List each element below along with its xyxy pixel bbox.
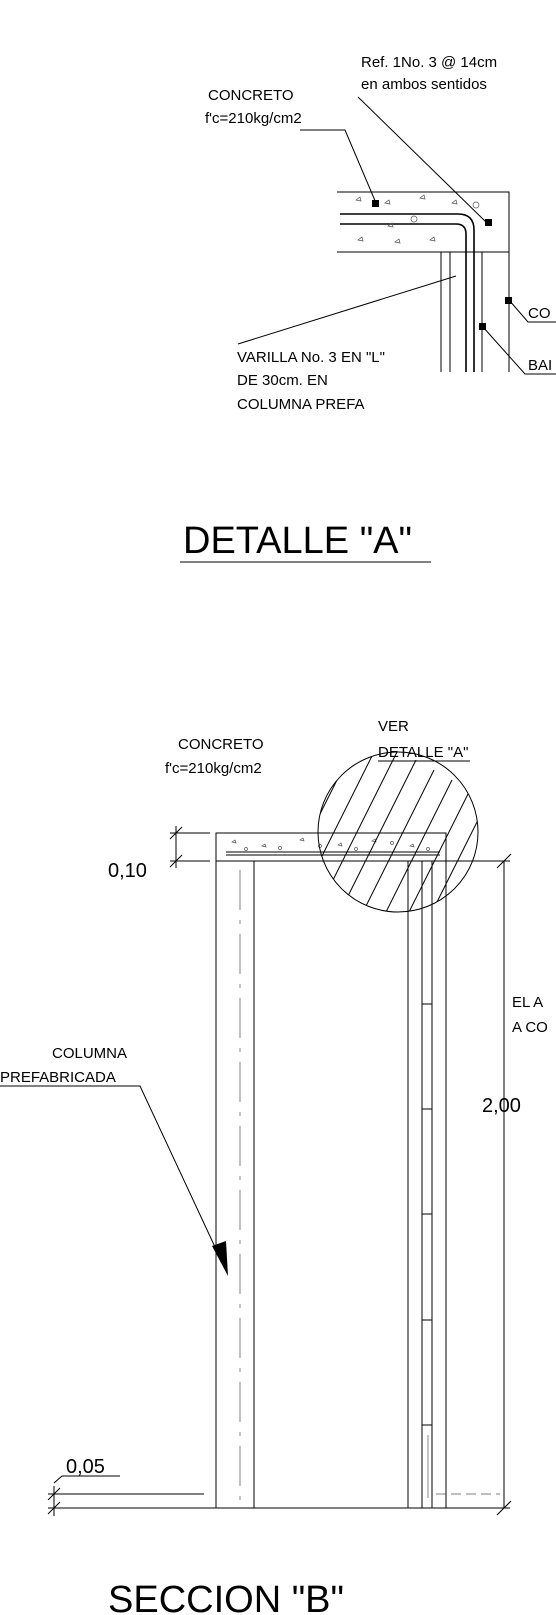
dim-bottom-label: 0,05	[66, 1456, 105, 1478]
varilla-label-3: COLUMNA PREFA	[237, 396, 365, 413]
dim-bottom-tick-1	[47, 1487, 61, 1501]
right-note-1: EL A	[512, 994, 543, 1011]
right-label-co: CO	[528, 305, 551, 322]
rebar-upper	[340, 213, 475, 372]
slab-outline	[337, 191, 510, 372]
column-leader	[0, 1085, 223, 1263]
aggregate-marks	[355, 194, 480, 244]
leader-dot-bai	[479, 323, 486, 330]
concrete-label-1: CONCRETO	[208, 87, 294, 104]
section-b-title: SECCION "B"	[108, 1579, 344, 1615]
concrete-label-2: f'c=210kg/cm2	[205, 110, 302, 127]
column-label-1: COLUMNA	[52, 1045, 127, 1062]
section-slab	[215, 832, 447, 862]
column-leader-arrow	[212, 1241, 228, 1276]
dim-top-label: 0,10	[108, 860, 147, 882]
leader-ref	[357, 96, 487, 223]
varilla-label-1: VARILLA No. 3 EN "L"	[237, 349, 385, 366]
dim-top-tick-1	[169, 826, 183, 840]
leader-dot-co	[505, 297, 512, 304]
dim-height-label: 2,00	[482, 1095, 521, 1117]
leader-varilla	[237, 275, 457, 345]
varilla-label-2: DE 30cm. EN	[237, 372, 328, 389]
right-column-ticks	[422, 1003, 432, 1426]
column-label-2: PREFABRICADA	[0, 1069, 116, 1086]
leader-bai	[482, 326, 556, 375]
section-concrete-label-2: f'c=210kg/cm2	[165, 760, 262, 777]
right-label-bai: BAI	[528, 357, 552, 374]
ver-label-1: VER	[378, 718, 409, 735]
detail-a-title: DETALLE "A"	[183, 520, 412, 562]
leader-dot-concrete	[372, 200, 379, 207]
leader-co	[508, 299, 556, 323]
leader-concrete	[300, 129, 377, 204]
rebar-lower	[340, 223, 467, 372]
section-slab-aggregate	[231, 837, 430, 851]
ref-label-1: Ref. 1No. 3 @ 14cm	[361, 54, 497, 71]
dim-height-tick-2	[496, 1500, 512, 1516]
detail-callout-circle	[317, 751, 479, 913]
section-b: 0,10 0,05 2,00 CONCRETO f'c=210kg/cm2 VE…	[0, 718, 548, 1615]
ref-label-2: en ambos sentidos	[361, 76, 487, 93]
section-concrete-label-1: CONCRETO	[178, 736, 264, 753]
leader-dot-ref	[485, 219, 492, 226]
dim-top-tick-2	[169, 854, 183, 868]
detail-a: Ref. 1No. 3 @ 14cm en ambos sentidos CON…	[180, 54, 556, 563]
dim-bottom-tick-2	[47, 1501, 61, 1515]
dim-bottom-leader	[53, 1475, 120, 1484]
dim-height-tick-1	[496, 853, 512, 869]
ver-label-2: DETALLE "A"	[378, 744, 468, 761]
right-note-2: A CO	[512, 1019, 548, 1036]
